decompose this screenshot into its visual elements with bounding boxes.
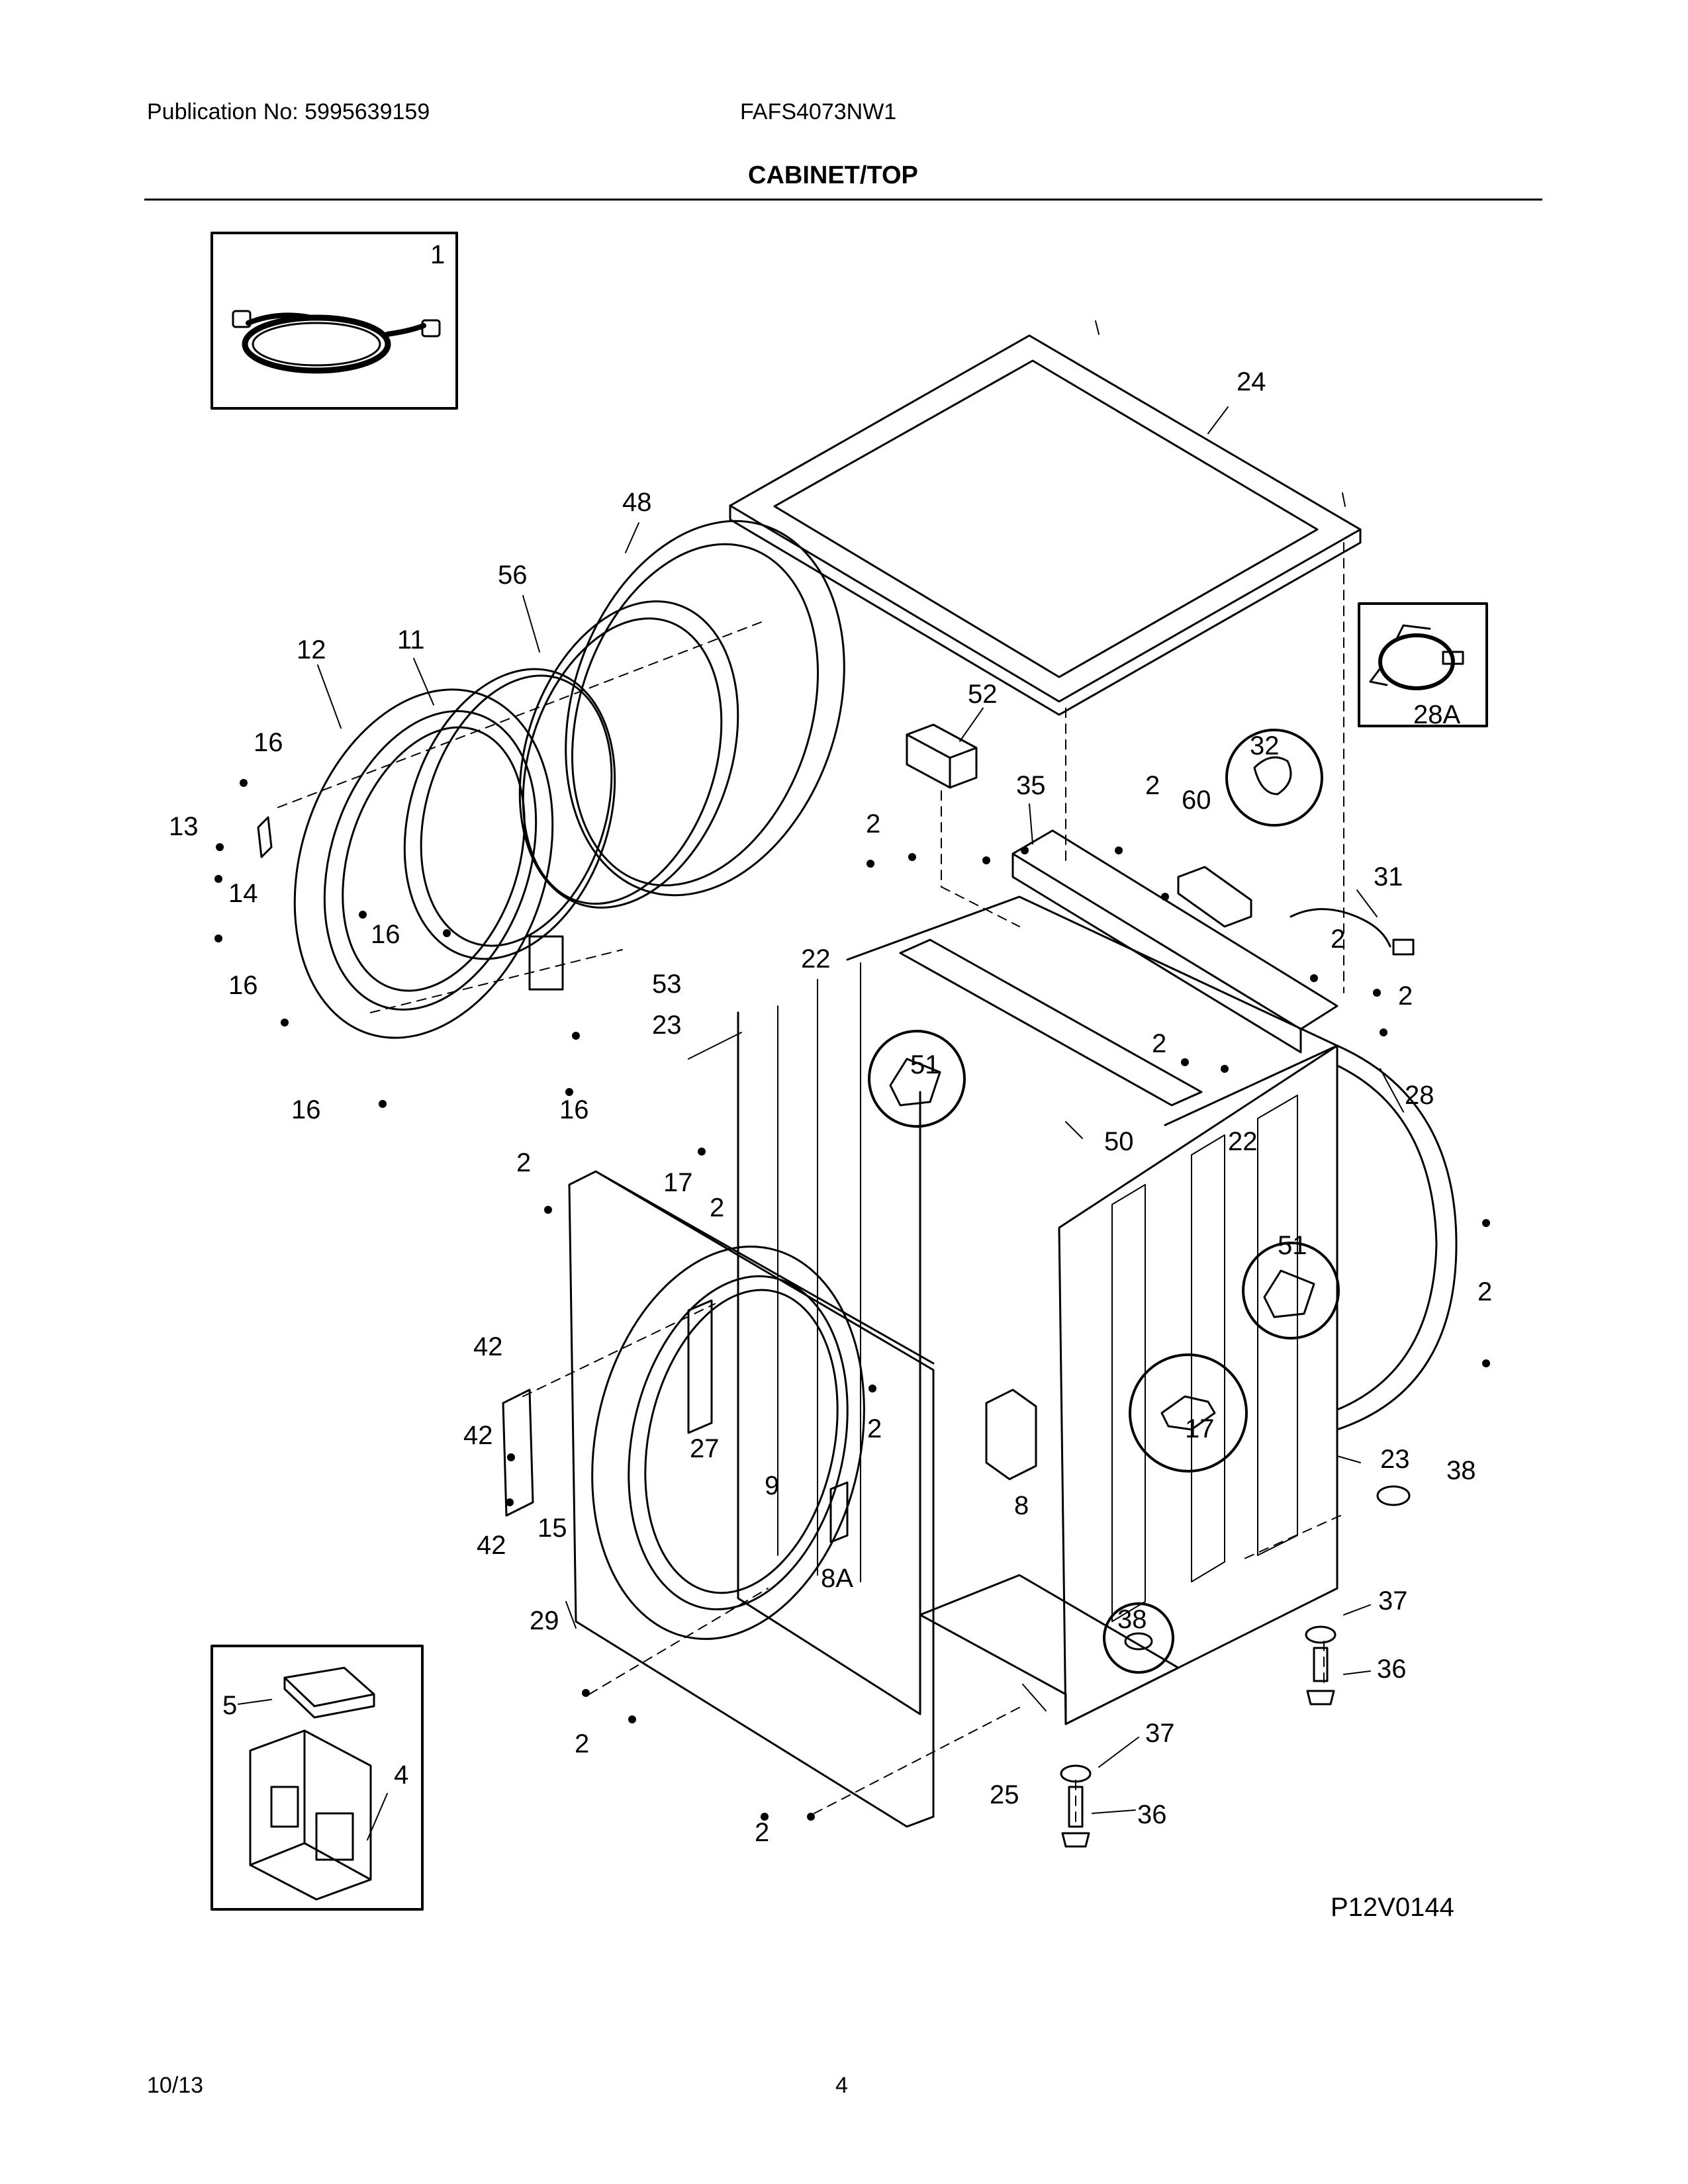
callout-52: 52 (968, 680, 998, 709)
inset-clamp (1358, 602, 1488, 727)
publication-number: Publication No: 5995639159 (147, 99, 430, 124)
callout-4: 4 (394, 1760, 408, 1790)
callout-25: 25 (990, 1780, 1019, 1809)
page-number: 4 (835, 2073, 848, 2098)
callout-1: 1 (430, 240, 445, 269)
callout-32: 32 (1250, 731, 1280, 760)
callout-36: 36 (1377, 1655, 1407, 1684)
callout-16: 16 (291, 1095, 321, 1124)
callout-2: 2 (1152, 1029, 1166, 1058)
callout-42: 42 (473, 1332, 503, 1361)
door-assembly (257, 520, 845, 1039)
callout-24: 24 (1237, 367, 1266, 396)
callout-8a: 8A (821, 1564, 853, 1593)
callout-37: 37 (1378, 1586, 1408, 1615)
callout-8: 8 (1014, 1491, 1029, 1520)
callout-2: 2 (755, 1818, 769, 1847)
callout-42: 42 (463, 1421, 493, 1450)
callout-11: 11 (397, 625, 425, 655)
callout-17: 17 (663, 1168, 693, 1197)
front-panel (568, 1170, 935, 1828)
drawing-code: P12V0144 (1331, 1893, 1454, 1922)
callout-17: 17 (1185, 1414, 1215, 1443)
callout-labels: 1 24 48 56 11 12 16 13 14 16 16 16 16 53… (169, 240, 1492, 1847)
callout-2: 2 (1477, 1277, 1492, 1306)
section-title: CABINET/TOP (748, 161, 918, 189)
small-parts (502, 723, 1415, 1848)
alignment-lines (277, 542, 1344, 1827)
callout-12: 12 (297, 635, 326, 664)
callout-29: 29 (530, 1606, 559, 1635)
callout-5: 5 (222, 1691, 237, 1720)
callout-51: 51 (910, 1050, 940, 1079)
callout-9: 9 (765, 1471, 779, 1500)
callout-53: 53 (652, 970, 682, 999)
callout-28a: 28A (1413, 700, 1460, 729)
callout-48: 48 (622, 488, 652, 517)
callout-2: 2 (575, 1729, 589, 1758)
callout-36: 36 (1137, 1800, 1167, 1829)
callout-37: 37 (1145, 1719, 1175, 1748)
callout-2: 2 (516, 1148, 531, 1177)
tub-boot (1336, 1044, 1458, 1431)
callout-16: 16 (371, 920, 400, 949)
callout-16: 16 (254, 728, 283, 757)
model-number: FAFS4073NW1 (740, 99, 897, 124)
callout-16: 16 (559, 1095, 589, 1124)
callout-23: 23 (1380, 1445, 1410, 1474)
callout-38: 38 (1117, 1605, 1147, 1634)
callout-23: 23 (652, 1011, 682, 1040)
cabinet-body (737, 829, 1338, 1725)
callout-38: 38 (1446, 1456, 1476, 1485)
callout-2: 2 (866, 809, 880, 839)
callout-50: 50 (1104, 1127, 1134, 1156)
callout-13: 13 (169, 812, 199, 841)
callout-28: 28 (1405, 1081, 1434, 1110)
callout-51: 51 (1278, 1231, 1307, 1260)
inset-water-hose (211, 232, 458, 410)
callout-2: 2 (710, 1193, 724, 1222)
leader-lines (238, 406, 1404, 1841)
header-divider (144, 199, 1542, 201)
callout-2: 2 (1398, 981, 1413, 1011)
publication-date: 10/13 (147, 2073, 204, 2098)
top-panel (729, 320, 1362, 716)
callout-14: 14 (228, 879, 258, 908)
callout-60: 60 (1182, 786, 1211, 815)
callout-31: 31 (1374, 862, 1403, 891)
callout-16: 16 (228, 971, 258, 1000)
callout-2: 2 (1145, 771, 1160, 800)
callout-2: 2 (867, 1414, 882, 1443)
callout-22: 22 (801, 944, 831, 974)
callout-56: 56 (498, 561, 528, 590)
callout-42: 42 (477, 1531, 506, 1560)
inset-control-board (211, 1645, 424, 1911)
screw-marks (214, 779, 1490, 1821)
detail-circles (868, 729, 1340, 1674)
callout-15: 15 (538, 1514, 567, 1543)
callout-22: 22 (1228, 1127, 1258, 1156)
callout-2: 2 (1331, 925, 1345, 954)
callout-35: 35 (1016, 771, 1046, 800)
callout-27: 27 (690, 1434, 720, 1463)
